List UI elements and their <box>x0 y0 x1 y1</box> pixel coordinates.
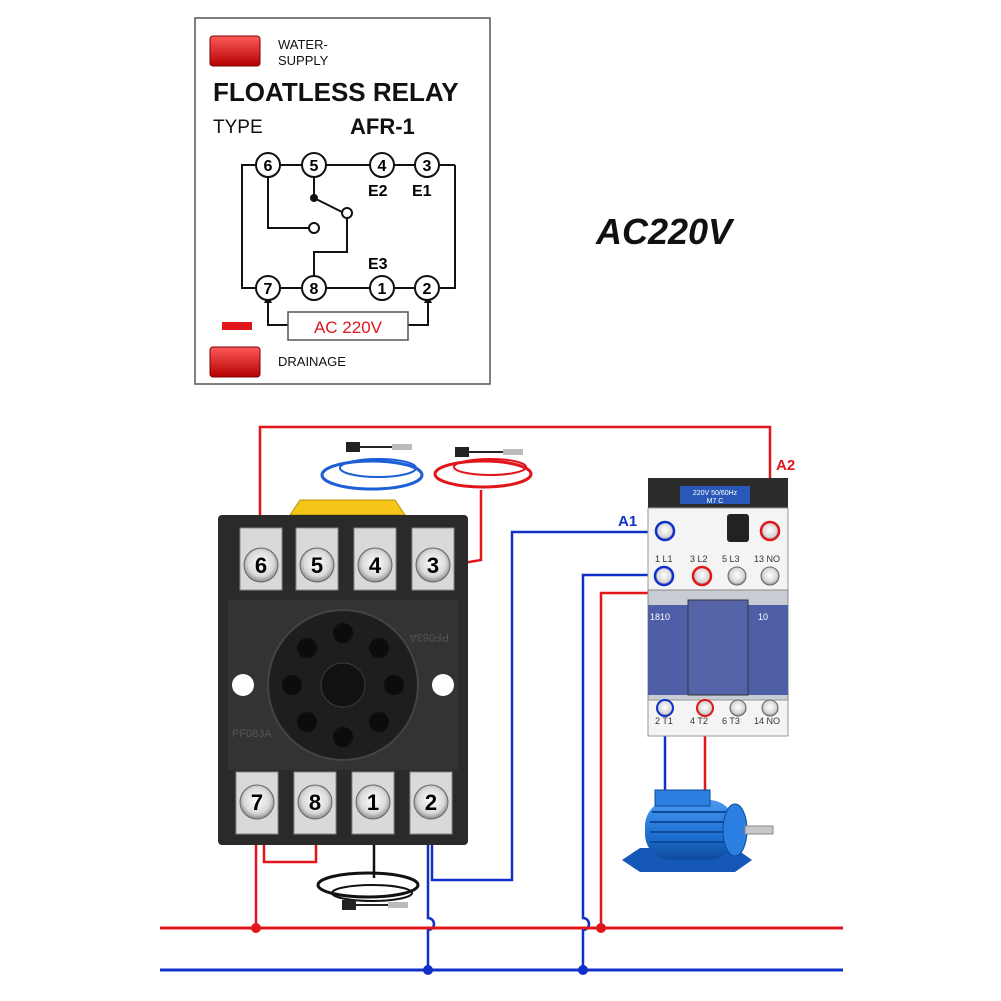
legend-pin-2: 2 <box>423 281 432 298</box>
legend-pin-3: 3 <box>423 158 432 175</box>
wire-2-to-a1 <box>430 530 660 882</box>
probe-black-icon <box>342 900 356 910</box>
minus-sign-icon <box>222 322 252 330</box>
legend-pin-5: 5 <box>310 158 319 175</box>
probe-red <box>433 447 533 489</box>
legend-pins-bottom: 7 8 1 2 <box>255 275 440 301</box>
contactor-side-right <box>748 605 788 695</box>
drainage-label: DRAINAGE <box>278 354 346 369</box>
terminal-label-t2: 4 T2 <box>690 716 708 726</box>
wires <box>160 425 843 972</box>
terminal-14no <box>761 699 779 717</box>
relay-terminal-6: 6 <box>255 553 267 578</box>
terminal-label-t3: 6 T3 <box>722 716 740 726</box>
contactor-aux: 10 <box>758 612 768 622</box>
type-value: AFR-1 <box>350 114 415 139</box>
terminal-l3 <box>727 566 747 586</box>
junction-dots <box>251 923 606 975</box>
terminal-label-14no: 14 NO <box>754 716 780 726</box>
wire-2-to-neutral <box>426 810 436 970</box>
relay-base: PF083A PF083A 6 5 4 3 7 <box>218 499 468 845</box>
contactor-coil-window <box>727 514 749 542</box>
terminal-t2 <box>696 699 714 717</box>
terminal-a2 <box>759 520 781 542</box>
mount-hole <box>432 674 454 696</box>
contactor-center <box>687 599 749 696</box>
terminal-label-l2: 3 L2 <box>690 554 708 564</box>
terminal-label-l1: 1 L1 <box>655 554 673 564</box>
relay-model-bottom: PF083A <box>232 728 272 740</box>
supply-box <box>287 311 409 341</box>
relay-terminal-5: 5 <box>311 553 323 578</box>
voltage-title: AC220V <box>595 211 735 252</box>
mount-hole <box>232 674 254 696</box>
wire-l1-to-neutral <box>581 573 660 970</box>
legend-pin-8: 8 <box>310 281 319 298</box>
switch-contact-no <box>341 207 353 219</box>
terminal-t1 <box>656 699 674 717</box>
probe-black <box>316 871 420 910</box>
contactor: 220V 50/60Hz M7 C A1 A2 1 L1 3 L2 5 L3 1… <box>618 457 795 737</box>
relay-terminal-2: 2 <box>425 790 437 815</box>
terminal-t3 <box>729 699 747 717</box>
probe-blue <box>320 442 424 491</box>
terminal-13no <box>760 566 780 586</box>
legend-panel: WATER- SUPPLY FLOATLESS RELAY TYPE AFR-1 <box>194 17 491 385</box>
electrode-e2-label: E2 <box>368 183 388 200</box>
legend-pin-6: 6 <box>264 158 273 175</box>
nameplate-line1: 220V 50/60Hz <box>693 490 738 497</box>
probe-blue-icon <box>346 442 360 452</box>
contactor-nameplate <box>680 486 750 504</box>
relay-bottom-terminals: 7 8 1 2 <box>235 771 453 835</box>
contactor-side-left <box>648 605 688 695</box>
contactor-bottom-terminal-labels: 2 T1 4 T2 6 T3 14 NO <box>655 716 780 726</box>
water-supply-label-1: WATER- <box>278 37 328 52</box>
relay-clip <box>289 499 406 516</box>
legend-pin-1: 1 <box>378 281 387 298</box>
terminal-a1 <box>654 520 676 542</box>
label-a2: A2 <box>776 457 795 474</box>
supply-box-label: AC 220V <box>314 318 383 337</box>
relay-terminal-8: 8 <box>309 790 321 815</box>
nameplate-line2: M7 C <box>707 498 724 505</box>
contactor-model: 1810 <box>650 612 670 622</box>
relay-top-terminals: 6 5 4 3 <box>239 527 455 591</box>
relay-terminal-3: 3 <box>427 553 439 578</box>
terminal-l1 <box>653 565 675 587</box>
relay-model-top: PF083A <box>409 631 449 643</box>
water-supply-lamp-icon <box>209 35 261 67</box>
motor-icon <box>622 789 774 872</box>
relay-terminal-4: 4 <box>369 553 382 578</box>
electrode-e1-label: E1 <box>412 183 432 200</box>
relay-terminal-7: 7 <box>251 790 263 815</box>
type-label: TYPE <box>213 117 263 138</box>
probe-red-icon <box>455 447 469 457</box>
label-a1: A1 <box>618 513 637 530</box>
terminal-label-13no: 13 NO <box>754 554 780 564</box>
switch-pivot <box>310 194 318 202</box>
terminal-label-t1: 2 T1 <box>655 716 673 726</box>
electrode-e3-label: E3 <box>368 256 388 273</box>
legend-title: FLOATLESS RELAY <box>213 77 459 107</box>
legend-pin-4: 4 <box>378 158 387 175</box>
contactor-top-terminal-labels: 1 L1 3 L2 5 L3 13 NO <box>655 554 780 564</box>
legend-pins-top: 6 5 4 3 <box>255 152 440 178</box>
relay-terminal-1: 1 <box>367 790 379 815</box>
switch-contact-nc <box>308 222 320 234</box>
terminal-label-l3: 5 L3 <box>722 554 740 564</box>
water-supply-label-2: SUPPLY <box>278 53 329 68</box>
terminal-l2 <box>691 565 713 587</box>
legend-pin-7: 7 <box>264 281 273 298</box>
drainage-lamp-icon <box>209 346 261 378</box>
socket-holes <box>282 623 404 747</box>
